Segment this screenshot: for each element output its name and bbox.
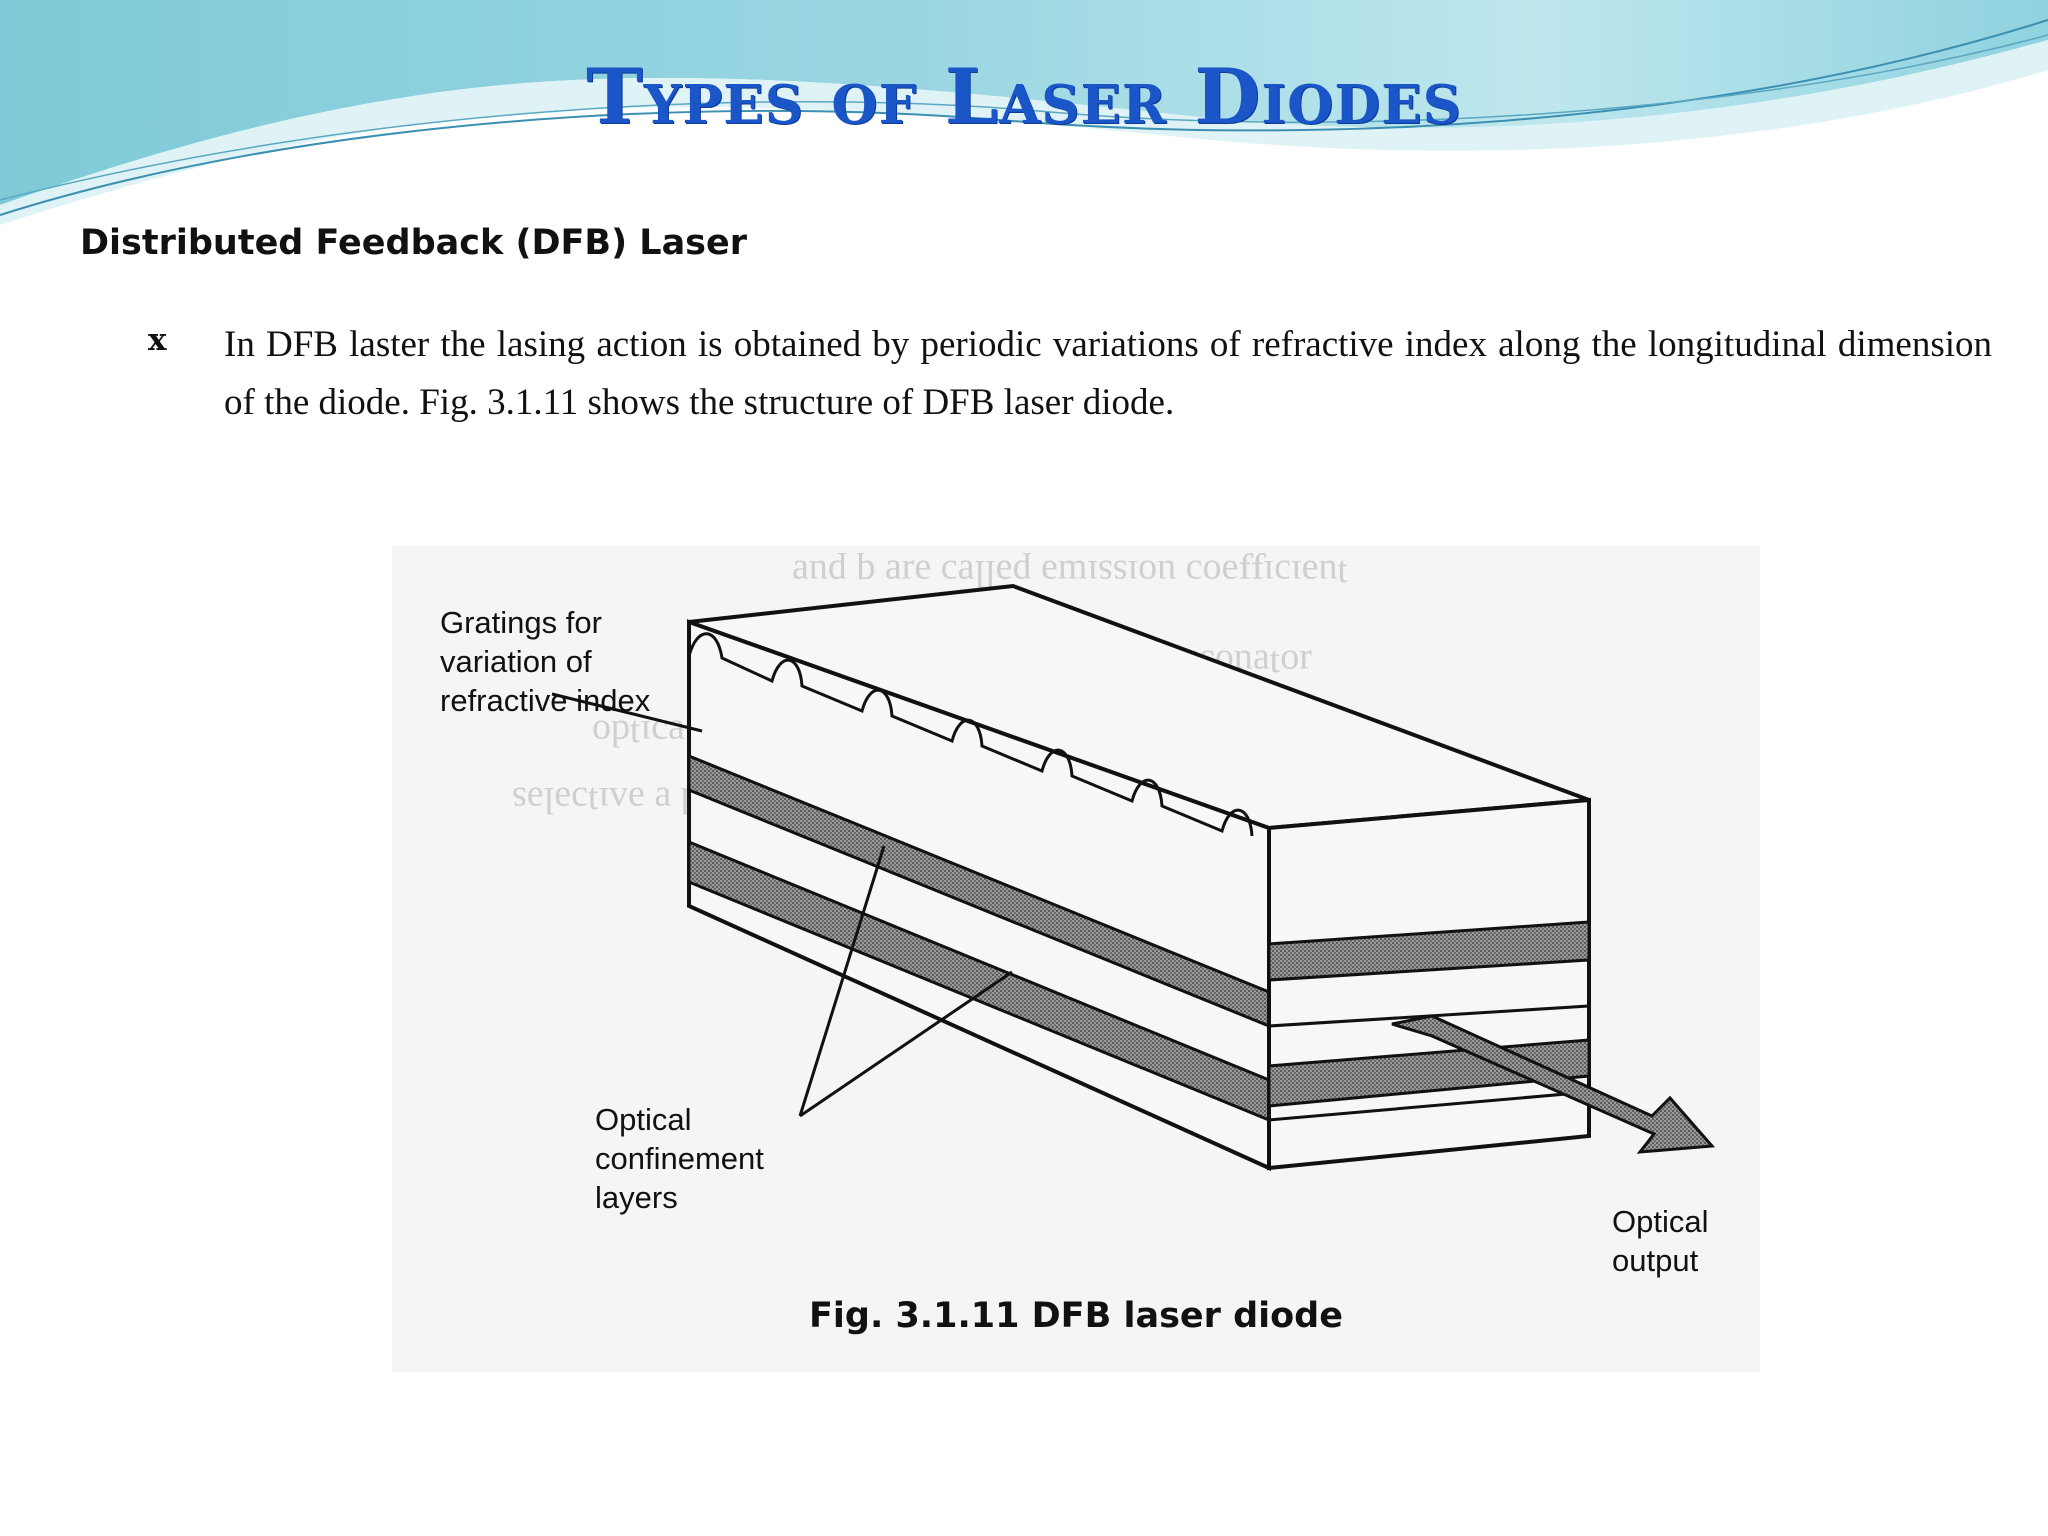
gratings-pointer: [551, 692, 703, 733]
label-gratings: Gratings for variation of refractive ind…: [440, 605, 651, 718]
confinement-pointer-2: [799, 970, 1013, 1118]
grating-corrugation: [687, 632, 1254, 837]
bullet-marker: x: [148, 322, 167, 358]
slide-title: Types of Laser Diodes: [586, 52, 1462, 141]
dfb-laser-diagram: [551, 583, 1716, 1172]
block-end-face: [1267, 797, 1591, 1171]
label-optical-output: Optical output: [1612, 1204, 1709, 1278]
bullet-text: In DFB laster the lasing action is obtai…: [224, 324, 1992, 423]
header-wave-decoration: [0, 0, 2048, 225]
figure-caption: Fig. 3.1.11 DFB laser diode: [809, 1296, 1343, 1336]
dfb-laser-figure: ʇuəıɔıɟɟəoɔ uoıssıɯə pəllɐɔ əɹɐ q puɐ ɹo…: [392, 546, 1760, 1372]
text-panel: [62, 218, 2012, 490]
confinement-pointer-1: [798, 845, 886, 1117]
optical-output-arrow: [1391, 1014, 1716, 1154]
section-heading: Distributed Feedback (DFB) Laser: [80, 223, 748, 263]
label-optical-confinement: Optical confinement layers: [595, 1102, 764, 1215]
upper-confinement-layer-end: [1267, 920, 1591, 982]
